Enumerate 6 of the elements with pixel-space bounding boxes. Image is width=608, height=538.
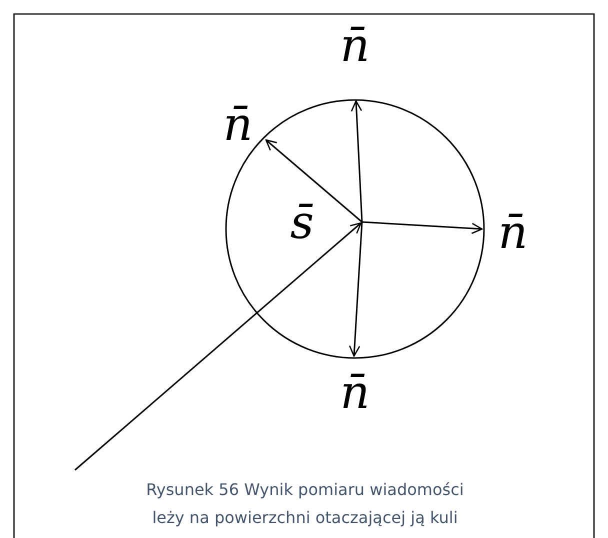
vector-symbol: s̄: [290, 199, 314, 245]
vector-symbol: n̄: [340, 22, 370, 68]
vector-symbol: n̄: [498, 209, 528, 255]
vector-symbol: n̄: [223, 101, 253, 147]
figure-caption: Rysunek 56 Wynik pomiaru wiadomości leży na powierzchni otaczającej ją kuli: [145, 479, 465, 529]
vector-symbol: n̄: [340, 369, 370, 415]
